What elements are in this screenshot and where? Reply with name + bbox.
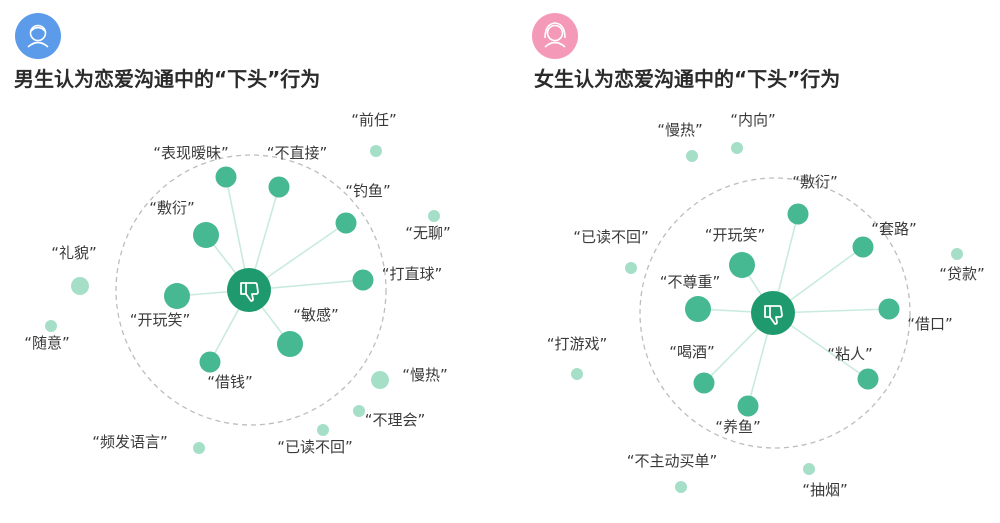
keyword-label: “养鱼” (715, 418, 761, 436)
keyword-node (71, 277, 89, 295)
keyword-node (353, 405, 365, 417)
keyword-label: “借钱” (207, 373, 253, 391)
keyword-node (852, 236, 874, 258)
male-labels: “表现暧昧” “不直接” “敷衍” “钓鱼” “打直球” “敏感” “开玩笑” “借钱” “前任… (24, 111, 451, 456)
keyword-node (787, 203, 809, 225)
female-panel: 女生认为恋爱沟通中的“下头”行为 “敷衍”“开玩笑”“套路”“不尊重”“借口”“… (532, 13, 985, 499)
male-chart-title: 男生认为恋爱沟通中的“下头”行为 (14, 67, 320, 91)
keyword-label: “无聊” (405, 224, 451, 242)
keyword-label: “礼貌” (51, 244, 97, 262)
male-nodes (45, 145, 440, 454)
male-edges (176, 176, 364, 363)
keyword-label: “打直球” (382, 265, 443, 283)
keyword-node (193, 222, 219, 248)
keyword-node (215, 166, 237, 188)
keyword-label: “开玩笑” (130, 311, 191, 329)
keyword-label: “已读不回” (573, 228, 649, 246)
keyword-label: “不理会” (365, 411, 426, 429)
keyword-label: “随意” (24, 334, 70, 352)
female-nodes (571, 142, 963, 493)
female-avatar-icon (532, 13, 578, 59)
keyword-label: “慢热” (657, 121, 703, 139)
male-avatar-icon (15, 13, 61, 59)
keyword-label: “表现暧昧” (153, 144, 229, 162)
keyword-label: “粘人” (827, 345, 873, 363)
female-center-node (751, 291, 795, 335)
male-panel: 男生认为恋爱沟通中的“下头”行为 “表现暧昧” “不直接” “敷衍” “钓鱼” “打直球… (14, 13, 451, 456)
keyword-node (268, 176, 290, 198)
keyword-node (571, 368, 583, 380)
female-boundary-ring (639, 177, 911, 449)
keyword-node (193, 442, 205, 454)
keyword-node (164, 283, 190, 309)
keyword-node (675, 481, 687, 493)
keyword-node (45, 320, 57, 332)
keyword-node (729, 252, 755, 278)
keyword-label: “不尊重” (660, 273, 721, 291)
female-labels: “敷衍” “开玩笑” “套路” “不尊重” “借口” “喝酒” “粘人” “养鱼” “慢热” “内… (547, 111, 985, 499)
thumbs-down-icon (240, 282, 259, 302)
keyword-label: “开玩笑” (705, 226, 766, 244)
keyword-label: “敏感” (293, 306, 339, 324)
keyword-node (737, 395, 759, 417)
keyword-label: “喝酒” (669, 343, 715, 361)
keyword-label: “前任” (351, 111, 397, 129)
keyword-label: “敷衍” (149, 199, 195, 217)
keyword-node (857, 368, 879, 390)
keyword-node (352, 269, 374, 291)
male-boundary-ring (115, 154, 387, 426)
keyword-node (428, 210, 440, 222)
keyword-node (317, 424, 329, 436)
keyword-label: “内向” (730, 111, 776, 129)
keyword-node (731, 142, 743, 154)
keyword-label: “慢热” (402, 366, 448, 384)
keyword-label: “借口” (907, 315, 953, 333)
keyword-node (686, 150, 698, 162)
keyword-label: “不主动买单” (627, 452, 718, 470)
keyword-label: “套路” (871, 220, 917, 238)
keyword-node (693, 372, 715, 394)
keyword-label: “已读不回” (277, 438, 353, 456)
keyword-label: “贷款” (939, 265, 985, 283)
female-chart-title: 女生认为恋爱沟通中的“下头”行为 (534, 67, 840, 91)
keyword-label: “频发语言” (92, 433, 168, 451)
keyword-node (685, 296, 711, 322)
keyword-node (335, 212, 357, 234)
keyword-label: “不直接” (267, 144, 328, 162)
keyword-node (878, 298, 900, 320)
keyword-label: “打游戏” (547, 335, 608, 353)
keyword-node (277, 331, 303, 357)
keyword-label: “抽烟” (802, 481, 848, 499)
keyword-label: “敷衍” (792, 173, 838, 191)
thumbs-down-icon (764, 305, 783, 325)
keyword-node (951, 248, 963, 260)
keyword-node (371, 371, 389, 389)
keyword-label: “钓鱼” (345, 182, 391, 200)
keyword-node (803, 463, 815, 475)
male-center-node (227, 268, 271, 312)
keyword-node (625, 262, 637, 274)
keyword-node (199, 351, 221, 373)
keyword-node (370, 145, 382, 157)
